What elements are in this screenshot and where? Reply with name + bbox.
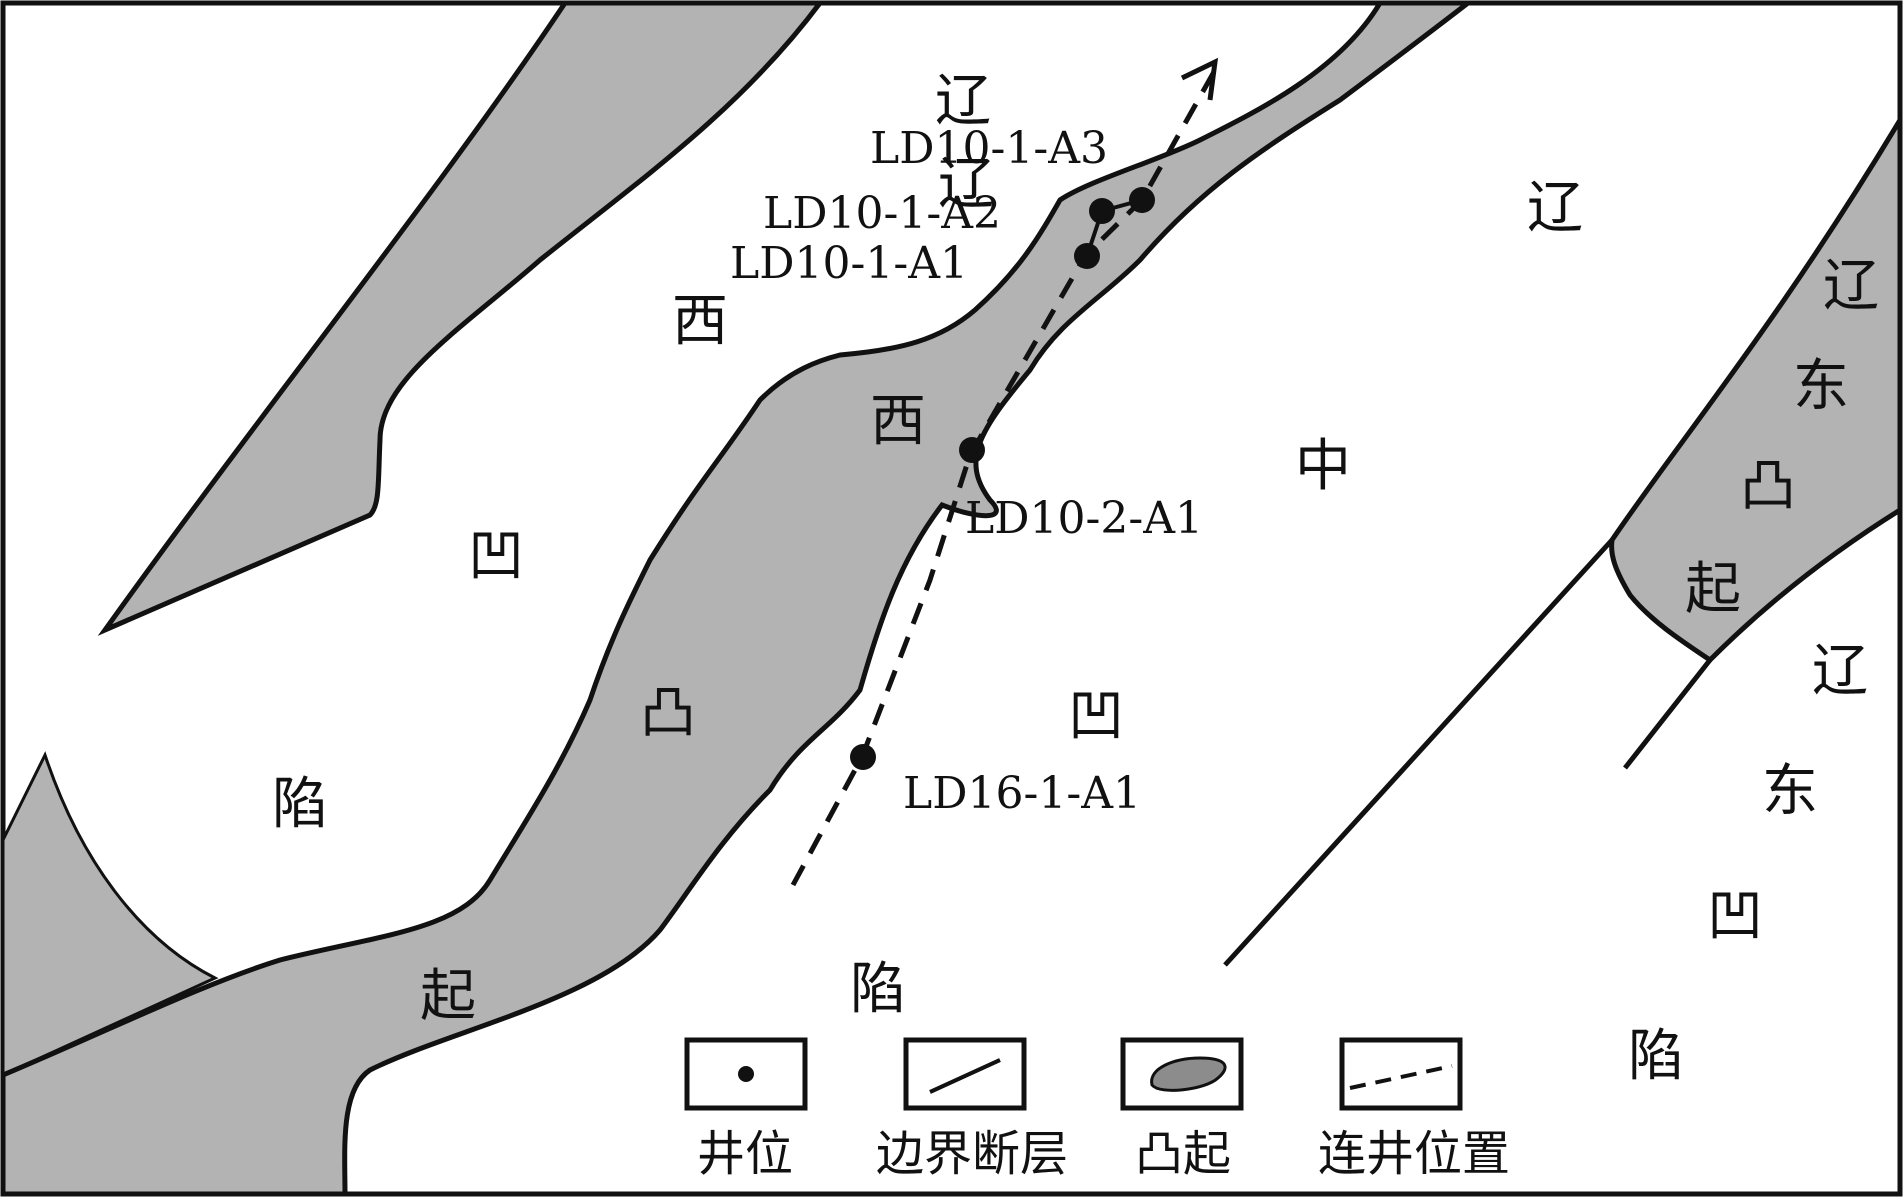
legend-item-well-tie: 连井位置: [1318, 1037, 1510, 1182]
fault-line-icon: [929, 1058, 1001, 1094]
liaoxi-top-char: 辽: [935, 69, 991, 134]
dashed-line-icon: [1349, 1064, 1453, 1090]
well-LD16-1-A1: LD16-1-A1: [850, 744, 1141, 819]
legend-label: 凸起: [1135, 1126, 1231, 1182]
legend-item-well: 井位: [684, 1037, 808, 1182]
legend-item-uplift: 凸起: [1120, 1037, 1244, 1182]
liaoxi-uplift-left-band: [97, 0, 825, 636]
fault-line-2: [1623, 658, 1712, 770]
legend-box: [1339, 1037, 1463, 1111]
well-tie-arrow-icon: [1180, 57, 1219, 101]
liaoxi-uplift-main-band: [0, 0, 1476, 1197]
well-dot-icon: [850, 744, 876, 770]
well-LD10-1-A2: LD10-1-A2: [763, 188, 1115, 239]
liaodong-depression-char-1: 辽: [1812, 639, 1868, 704]
liaoxi-depression-char-3: 陷: [272, 772, 328, 837]
liaodong-uplift-char-3: 凸: [1740, 454, 1796, 519]
liaozhong-char-4: 陷: [850, 957, 906, 1022]
well-dot-icon: [738, 1066, 754, 1082]
legend: 井位 边界断层 凸起 连井位置: [684, 1037, 1510, 1182]
liaozhong-char-2: 中: [1295, 434, 1351, 499]
liaozhong-char-3: 凹: [1068, 684, 1124, 749]
well-dot-icon: [1129, 187, 1155, 213]
liaodong-depression-char-3: 凹: [1707, 884, 1763, 949]
well-dot-icon: [1089, 198, 1115, 224]
fault-line-1: [1223, 538, 1614, 967]
uplift-blob-icon: [1150, 1056, 1227, 1092]
well-LD10-2-A1: LD10-2-A1: [959, 437, 1203, 544]
liaoxi-uplift-char-3: 凸: [640, 681, 696, 746]
liaodong-uplift-char-4: 起: [1685, 557, 1741, 622]
well-LD10-1-A3: LD10-1-A3: [870, 123, 1155, 213]
liaodong-depression-char-2: 东: [1762, 759, 1818, 824]
liaodong-uplift-char-1: 辽: [1823, 254, 1879, 319]
liaodong-uplift-char-2: 东: [1793, 354, 1849, 419]
liaoxi-uplift-char-2: 西: [870, 389, 926, 454]
legend-label: 边界断层: [876, 1126, 1068, 1182]
well-label: LD10-1-A1: [730, 238, 968, 289]
well-label: LD10-1-A2: [763, 188, 1001, 239]
well-dot-icon: [1074, 243, 1100, 269]
liaodong-uplift-band: [1609, 110, 1903, 664]
legend-label: 井位: [697, 1126, 793, 1182]
liaoxi-depression-char-2: 凹: [468, 524, 524, 589]
well-label: LD10-2-A1: [965, 493, 1203, 544]
liaozhong-char-1: 辽: [1527, 176, 1583, 241]
well-LD10-1-A1: LD10-1-A1: [730, 238, 1100, 289]
legend-item-fault: 边界断层: [876, 1037, 1068, 1182]
legend-label: 连井位置: [1318, 1126, 1510, 1182]
liaoxi-uplift-char-1: 辽: [938, 152, 994, 217]
liaoxi-depression-char-1: 西: [672, 289, 728, 354]
well-label: LD16-1-A1: [903, 768, 1141, 819]
well-label: LD10-1-A3: [870, 123, 1108, 174]
lower-left-uplift: [1, 751, 219, 1078]
liaoxi-uplift-char-4: 起: [420, 964, 476, 1029]
well-dot-icon: [959, 437, 985, 463]
liaodong-depression-char-4: 陷: [1628, 1024, 1684, 1089]
